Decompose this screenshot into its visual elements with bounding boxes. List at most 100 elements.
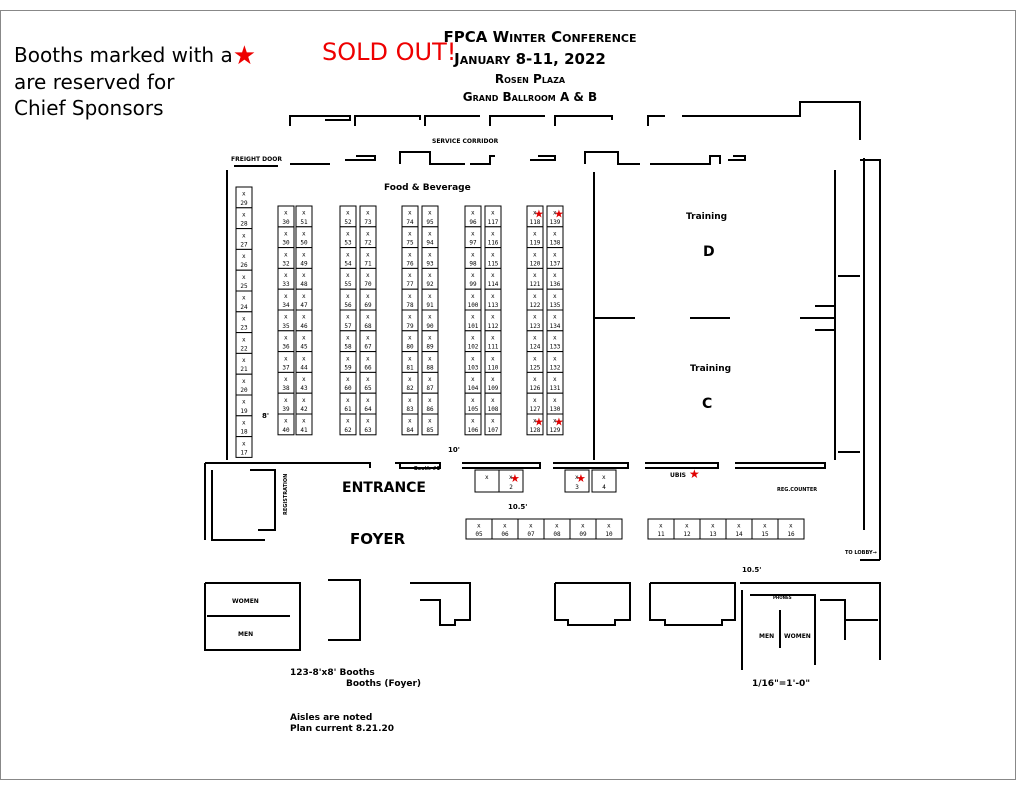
booth-107: [484, 413, 502, 436]
booth-40: [277, 413, 295, 436]
booth-x-mark: x: [242, 274, 246, 281]
aisle-8-label: 8': [262, 412, 269, 420]
booth-x-mark: x: [242, 232, 246, 239]
booth-x-mark: x: [471, 376, 475, 383]
booth-number: 75: [406, 240, 414, 247]
booth-number: 119: [530, 240, 541, 247]
booth-number: 16: [787, 531, 795, 538]
booth-x-mark: x: [763, 522, 767, 529]
map-labels: SERVICE CORRIDOR FREIGHT DOOR Food & Bev…: [231, 138, 877, 689]
booth-number: 2: [509, 484, 513, 491]
booth-number: 105: [468, 406, 479, 413]
booth-x-mark: x: [284, 210, 288, 217]
booth-x-mark: x: [408, 355, 412, 362]
booth-x-mark: x: [284, 397, 288, 404]
booth-x-mark: x: [366, 293, 370, 300]
booth-number: 41: [300, 427, 308, 434]
booth-x-mark: x: [408, 397, 412, 404]
booth-x-mark: x: [553, 210, 557, 217]
booth-number: 116: [488, 240, 499, 247]
booth-41: [295, 413, 313, 436]
training-c-label: Training: [690, 364, 731, 374]
booth-number: 88: [426, 364, 434, 371]
booth-x-mark: x: [553, 293, 557, 300]
event-dates: January 8-11, 2022: [454, 50, 606, 68]
booth-number: 73: [364, 219, 372, 226]
booth-number: 102: [468, 344, 479, 351]
booth-x-mark: x: [491, 293, 495, 300]
booth-x-mark: x: [366, 210, 370, 217]
booth-x-mark: x: [284, 314, 288, 321]
booth-number: 32: [282, 260, 290, 267]
womens-restroom-label: WOMEN: [232, 598, 259, 605]
booth-number: 133: [550, 344, 561, 351]
booth-x-mark: x: [428, 272, 432, 279]
booth-x-mark: x: [302, 335, 306, 342]
booth-number: 86: [426, 406, 434, 413]
booth-63: [359, 413, 377, 436]
booth-number: 53: [344, 240, 352, 247]
booth-x-mark: x: [503, 522, 507, 529]
booth-number: 08: [553, 531, 561, 538]
booth-x-mark: x: [284, 335, 288, 342]
booth-number: 91: [426, 302, 434, 309]
booth-number: 50: [300, 240, 308, 247]
booth-x-mark: x: [346, 355, 350, 362]
booth-x-mark: x: [428, 355, 432, 362]
booth-number: 28: [240, 221, 248, 228]
booth-x-mark: x: [711, 522, 715, 529]
booth-number: 42: [300, 406, 308, 413]
booth-x-mark: x: [471, 272, 475, 279]
booth-x-mark: x: [284, 293, 288, 300]
booth-number: 51: [300, 219, 308, 226]
booth-number: 97: [469, 240, 477, 247]
booth-number: 118: [530, 219, 541, 226]
booth-x-mark: x: [553, 335, 557, 342]
booth-number: 45: [300, 344, 308, 351]
booth-number: 56: [344, 302, 352, 309]
booth-x-mark: x: [529, 522, 533, 529]
booth-number: 30: [282, 219, 290, 226]
booth-x-mark: x: [553, 355, 557, 362]
booth-x-mark: x: [366, 335, 370, 342]
booth-x-mark: x: [302, 314, 306, 321]
booth-3: [564, 469, 590, 493]
booth-number: 132: [550, 364, 561, 371]
booth-number: 77: [406, 281, 414, 288]
booth-x-mark: x: [408, 376, 412, 383]
booth-number: 14: [735, 531, 743, 538]
phones-label: PHONES: [773, 595, 792, 600]
booth-number: 98: [469, 260, 477, 267]
booth-number: 96: [469, 219, 477, 226]
booth-62: [339, 413, 357, 436]
booth-number: 26: [240, 262, 248, 269]
booth-number: 33: [282, 281, 290, 288]
booth-x-mark: x: [533, 355, 537, 362]
booth-number: 46: [300, 323, 308, 330]
plan-date-note: Plan current 8.21.20: [290, 724, 395, 734]
booth-number: 107: [488, 427, 499, 434]
room-d-label: D: [703, 244, 715, 260]
booth-x-mark: x: [491, 272, 495, 279]
booth-x-mark: x: [607, 522, 611, 529]
booth-number: 139: [550, 219, 561, 226]
booth-x-mark: x: [491, 418, 495, 425]
scale-label: 1/16"=1'-0": [752, 679, 810, 689]
booth-x-mark: x: [471, 231, 475, 238]
booth-x-mark: x: [477, 522, 481, 529]
booth-number: 112: [488, 323, 499, 330]
booth-x-mark: x: [428, 397, 432, 404]
booth-number: 48: [300, 281, 308, 288]
booth-number: 68: [364, 323, 372, 330]
booth-x-mark: x: [471, 210, 475, 217]
booth-x-mark: x: [242, 253, 246, 260]
booth-x-mark: x: [471, 293, 475, 300]
booth-x-mark: x: [366, 314, 370, 321]
booth-number: 117: [488, 219, 499, 226]
booth-number: 71: [364, 260, 372, 267]
mens-restroom-2-label: MEN: [759, 633, 774, 640]
aisle-10-5-label: 10.5': [508, 503, 527, 511]
booth-number: 43: [300, 385, 308, 392]
page-frame: [0, 10, 1016, 780]
booth-number: 125: [530, 364, 541, 371]
